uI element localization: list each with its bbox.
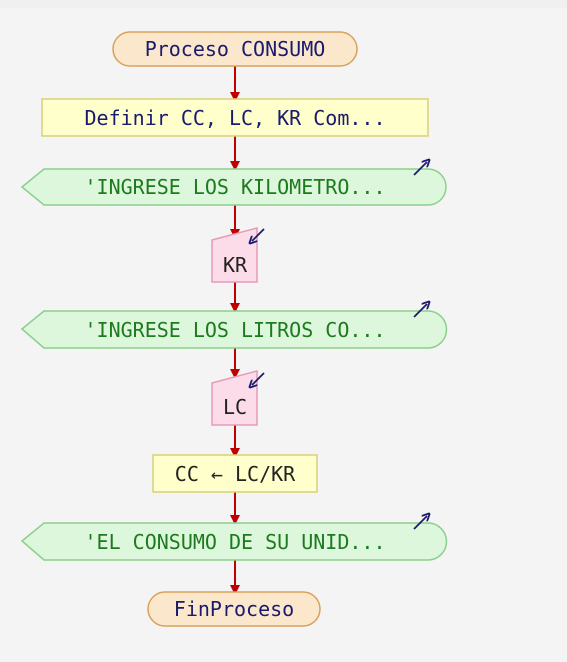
end-terminal-label: FinProceso — [174, 597, 294, 621]
assign-process-label: CC ← LC/KR — [175, 462, 296, 486]
output-kilometros[interactable]: 'INGRESE LOS KILOMETRO... — [20, 162, 447, 206]
output-arrow-icon — [413, 162, 427, 176]
define-process-box[interactable]: Definir CC, LC, KR Com... — [41, 98, 429, 137]
output-arrow-icon — [413, 304, 427, 318]
output-consumo-label: 'EL CONSUMO DE SU UNID... — [84, 530, 385, 554]
output-litros[interactable]: 'INGRESE LOS LITROS CO... — [20, 304, 448, 349]
output-arrow-icon — [413, 516, 427, 530]
input-lc-label: LC — [223, 395, 247, 419]
input-arrow-icon — [252, 228, 265, 241]
input-lc[interactable]: LC — [211, 370, 265, 426]
input-kr[interactable]: KR — [211, 227, 265, 283]
input-arrow-icon — [252, 372, 265, 385]
end-terminal[interactable]: FinProceso — [147, 591, 321, 627]
input-kr-label: KR — [223, 253, 248, 277]
top-strip — [0, 0, 567, 8]
define-process-label: Definir CC, LC, KR Com... — [84, 106, 385, 130]
output-consumo[interactable]: 'EL CONSUMO DE SU UNID... — [20, 516, 448, 561]
assign-process-box[interactable]: CC ← LC/KR — [152, 454, 318, 493]
start-terminal[interactable]: Proceso CONSUMO — [112, 31, 358, 67]
output-litros-label: 'INGRESE LOS LITROS CO... — [84, 318, 385, 342]
start-terminal-label: Proceso CONSUMO — [145, 37, 326, 61]
output-kilometros-label: 'INGRESE LOS KILOMETRO... — [84, 175, 385, 199]
